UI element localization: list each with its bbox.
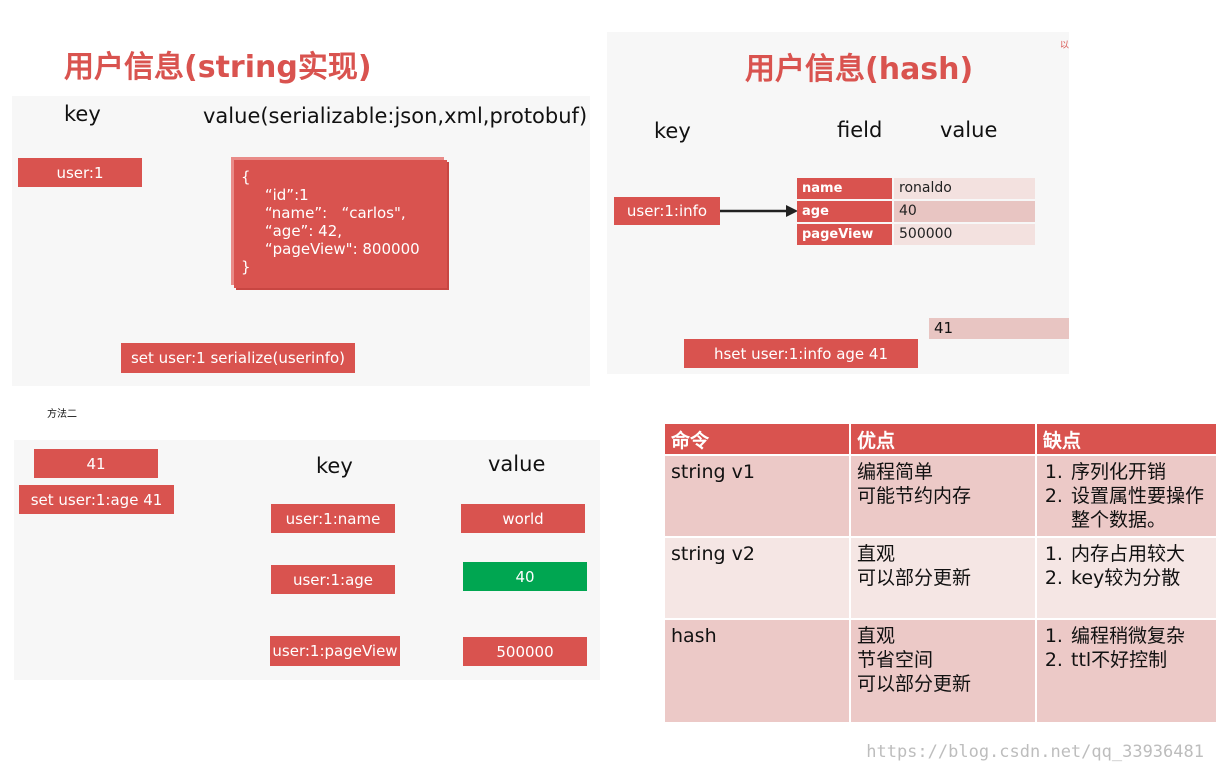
pro-item: 可以部分更新 bbox=[857, 673, 972, 695]
table-row: string v1 编程简单 可能节约内存 序列化开销 设置属性要操作整个数据。 bbox=[665, 454, 1216, 537]
pro-item: 可以部分更新 bbox=[857, 567, 972, 589]
pro-item: 直观 bbox=[857, 625, 896, 647]
method2-set-command: set user:1:age 41 bbox=[19, 485, 174, 514]
method2-value-box: world bbox=[461, 504, 585, 533]
hash-field: pageView bbox=[797, 224, 892, 245]
table-row: string v2 直观 可以部分更新 内存占用较大 key较为分散 bbox=[665, 536, 1216, 619]
json-line: “pageView": 800000 bbox=[241, 240, 420, 258]
cons-list: 编程稍微复杂 ttl不好控制 bbox=[1043, 624, 1210, 672]
hash-impl-title: 用户信息(hash) bbox=[745, 52, 974, 87]
hash-row: age 40 bbox=[797, 201, 1035, 222]
cell-cons: 序列化开销 设置属性要操作整个数据。 bbox=[1036, 454, 1216, 537]
method2-value-label: value bbox=[488, 452, 546, 476]
hash-updated-value: 41 bbox=[929, 318, 1069, 339]
method2-key-box: user:1:pageView bbox=[270, 636, 400, 666]
cell-cons: 内存占用较大 key较为分散 bbox=[1036, 536, 1216, 619]
method2-key-box: user:1:age bbox=[271, 565, 395, 594]
hash-row: pageView 500000 bbox=[797, 224, 1035, 245]
con-item: 编程稍微复杂 bbox=[1069, 624, 1210, 648]
json-line: { bbox=[241, 168, 251, 186]
string-value-label: value(serializable:json,xml,protobuf) bbox=[203, 104, 588, 128]
watermark: https://blog.csdn.net/qq_33936481 bbox=[866, 742, 1204, 762]
hash-field: age bbox=[797, 201, 892, 222]
json-line: } bbox=[241, 258, 251, 276]
cell-command: hash bbox=[665, 618, 851, 722]
method2-value-box: 500000 bbox=[463, 637, 587, 666]
hash-value-label: value bbox=[940, 118, 998, 142]
json-line: “name”: “carlos", bbox=[241, 204, 406, 222]
hash-key-box: user:1:info bbox=[614, 197, 720, 225]
table-row: hash 直观 节省空间 可以部分更新 编程稍微复杂 ttl不好控制 bbox=[665, 618, 1216, 722]
json-value-box: { “id”:1 “name”: “carlos", “age”: 42, “p… bbox=[234, 160, 447, 288]
con-item: key较为分散 bbox=[1069, 566, 1210, 590]
hash-value: 500000 bbox=[894, 224, 1035, 245]
method2-label: 方法二 bbox=[47, 409, 77, 420]
method2-new-value: 41 bbox=[34, 449, 158, 478]
method2-value-box-green: 40 bbox=[463, 562, 587, 591]
cell-pros: 直观 可以部分更新 bbox=[850, 536, 1037, 619]
string-impl-title: 用户信息(string实现) bbox=[64, 50, 372, 85]
header-pros: 优点 bbox=[850, 424, 1037, 455]
hash-row: name ronaldo bbox=[797, 178, 1035, 199]
string-key-box: user:1 bbox=[18, 158, 142, 187]
pro-item: 直观 bbox=[857, 543, 896, 565]
hash-field: name bbox=[797, 178, 892, 199]
hash-set-command: hset user:1:info age 41 bbox=[684, 339, 918, 368]
method2-key-label: key bbox=[316, 454, 353, 478]
con-item: ttl不好控制 bbox=[1069, 648, 1210, 672]
pro-item: 编程简单 bbox=[857, 461, 934, 483]
con-item: 设置属性要操作整个数据。 bbox=[1069, 484, 1210, 532]
string-set-command: set user:1 serialize(userinfo) bbox=[121, 343, 355, 373]
comparison-table: 命令 优点 缺点 string v1 编程简单 可能节约内存 序列化开销 设置属… bbox=[665, 424, 1216, 722]
hash-value: ronaldo bbox=[894, 178, 1035, 199]
header-command: 命令 bbox=[665, 424, 851, 455]
cell-pros: 编程简单 可能节约内存 bbox=[850, 454, 1037, 537]
con-item: 序列化开销 bbox=[1069, 460, 1210, 484]
cell-pros: 直观 节省空间 可以部分更新 bbox=[850, 618, 1037, 722]
con-item: 内存占用较大 bbox=[1069, 542, 1210, 566]
pro-item: 可能节约内存 bbox=[857, 485, 972, 507]
arrow-icon bbox=[720, 205, 798, 217]
hash-key-label: key bbox=[654, 119, 691, 143]
json-line: “id”:1 bbox=[241, 186, 309, 204]
hash-value: 40 bbox=[894, 201, 1035, 222]
pro-item: 节省空间 bbox=[857, 649, 934, 671]
cell-command: string v1 bbox=[665, 454, 851, 537]
hash-field-label: field bbox=[837, 118, 883, 142]
cons-list: 序列化开销 设置属性要操作整个数据。 bbox=[1043, 460, 1210, 532]
string-key-label: key bbox=[64, 102, 101, 126]
cell-cons: 编程稍微复杂 ttl不好控制 bbox=[1036, 618, 1216, 722]
json-line: “age”: 42, bbox=[241, 222, 343, 240]
corner-mark: 以 bbox=[1060, 41, 1070, 51]
table-header-row: 命令 优点 缺点 bbox=[665, 424, 1216, 455]
method2-key-text: user:1:pageView bbox=[272, 641, 398, 660]
method2-key-box: user:1:name bbox=[271, 504, 395, 533]
cons-list: 内存占用较大 key较为分散 bbox=[1043, 542, 1210, 590]
cell-command: string v2 bbox=[665, 536, 851, 619]
header-cons: 缺点 bbox=[1036, 424, 1216, 455]
